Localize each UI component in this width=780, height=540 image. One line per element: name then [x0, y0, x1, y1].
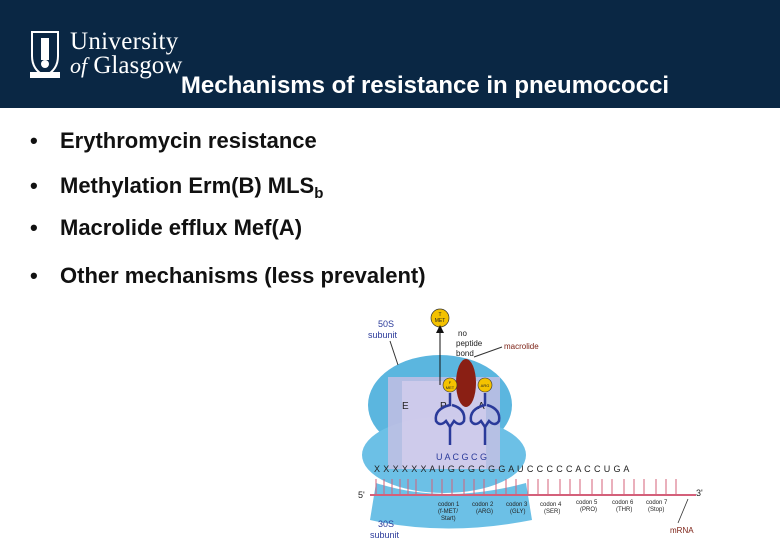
- fmet-met: MET: [446, 385, 455, 390]
- codon-6-label: codon 6: [612, 500, 634, 506]
- label-no: no: [458, 329, 467, 338]
- label-bond: bond: [456, 349, 474, 358]
- codon-2-aa: (ARG): [476, 509, 493, 515]
- codon-7-aa: (Stop): [648, 507, 664, 513]
- bullet-text: Methylation Erm(B) MLS: [60, 173, 315, 198]
- label-50s: 50S: [378, 319, 394, 329]
- bullet-list: • Erythromycin resistance • Methylation …: [30, 128, 426, 289]
- ribosome-svg: 50S subunit T MET no peptide bond macrol…: [358, 308, 703, 540]
- site-e: E: [402, 401, 409, 412]
- codon-4-aa: (SER): [544, 509, 560, 515]
- logo-glasgow: Glasgow: [93, 52, 183, 79]
- bullet-dot: •: [30, 173, 38, 198]
- codon-1-extra: Start): [441, 516, 456, 522]
- bullet-text: Other mechanisms (less prevalent): [60, 263, 426, 288]
- tmet-met: MET: [435, 318, 446, 324]
- ribosome-diagram: 50S subunit T MET no peptide bond macrol…: [356, 305, 710, 540]
- label-macrolide: macrolide: [504, 342, 539, 351]
- bullet-dot: •: [30, 263, 38, 288]
- university-logo: University of Glasgow: [30, 28, 200, 82]
- label-30s: 30S: [378, 519, 394, 529]
- three-prime: 3': [696, 488, 703, 498]
- bullet-text: Erythromycin resistance: [60, 128, 317, 153]
- codon-6-aa: (THR): [616, 507, 632, 513]
- codon-4-label: codon 4: [540, 502, 562, 508]
- fmet-circle: [442, 377, 458, 393]
- bullet-item-2: • Methylation Erm(B) MLSb: [30, 173, 426, 202]
- codon-2-label: codon 2: [472, 502, 494, 508]
- five-prime: 5': [358, 490, 365, 500]
- trna-a: [469, 393, 501, 445]
- macrolide-molecule: [456, 359, 476, 407]
- bullet-dot: •: [30, 215, 38, 240]
- bullet-item-3: • Macrolide efflux Mef(A): [30, 215, 426, 241]
- label-peptide: peptide: [456, 339, 483, 348]
- anticodon-text: U A C G C G: [436, 452, 487, 462]
- codon-7-label: codon 7: [646, 500, 668, 506]
- mrna-ticks: [375, 479, 677, 495]
- trna-p: [434, 393, 466, 445]
- bullet-dot: •: [30, 128, 38, 153]
- mrna-label: mRNA: [670, 526, 694, 535]
- logo-of: of: [70, 53, 88, 78]
- codon-5-label: codon 5: [576, 500, 598, 506]
- crest-icon: [30, 31, 60, 78]
- label-subunit-30s: subunit: [370, 530, 400, 540]
- label-subunit-50s: subunit: [368, 330, 398, 340]
- bullet-item-1: • Erythromycin resistance: [30, 128, 426, 154]
- bullet-subscript: b: [314, 185, 324, 202]
- bullet-item-4: • Other mechanisms (less prevalent): [30, 263, 426, 289]
- codon-3-label: codon 3: [506, 502, 528, 508]
- logo-line2: of Glasgow: [70, 52, 182, 80]
- fmet-f: F: [449, 380, 452, 385]
- slide-header: University of Glasgow Mechanisms of resi…: [0, 0, 780, 108]
- codon-3-aa: (GLY): [510, 509, 526, 515]
- mrna-sequence: X X X X X X A U G C G C G G A U C C C C …: [374, 464, 630, 474]
- arg-circle: [477, 377, 493, 393]
- tmet-t: T: [438, 312, 441, 318]
- bullet-text: Macrolide efflux Mef(A): [60, 215, 303, 240]
- codon-5-aa: (PRO): [580, 507, 597, 513]
- codon-1-label: codon 1: [438, 502, 460, 508]
- logo-line1: University: [70, 28, 179, 55]
- page-title: Mechanisms of resistance in pneumococci: [180, 72, 670, 99]
- arg-label: ARG: [481, 383, 490, 388]
- codon-1-aa: (f-MET/: [438, 509, 458, 515]
